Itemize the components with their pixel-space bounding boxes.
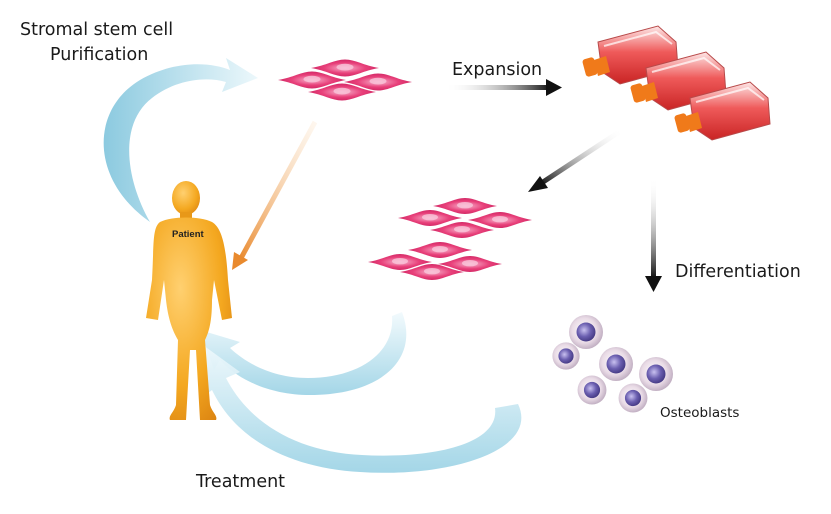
flask-to-cells-arrow	[528, 127, 624, 192]
expansion-arrow	[445, 79, 562, 96]
osteoblast-cells	[552, 315, 673, 413]
stem-cell-cluster-top	[278, 59, 412, 101]
differentiation-label: Differentiation	[675, 262, 801, 282]
patient-body-icon	[146, 181, 232, 420]
osteoblasts-label: Osteoblasts	[660, 405, 740, 421]
purification-curved-arrow	[103, 58, 258, 222]
purification-label-line1: Stromal stem cell	[20, 20, 174, 40]
patient-label: Patient	[172, 229, 204, 240]
stem-cell-cluster-expanded	[368, 198, 532, 280]
expansion-label: Expansion	[452, 60, 543, 80]
differentiation-arrow	[645, 178, 662, 292]
treatment-curved-arrow-inner	[200, 312, 407, 395]
purification-label-line2: Purification	[50, 45, 149, 65]
culture-flask-icon	[580, 25, 771, 141]
orange-arrow-to-patient	[232, 120, 318, 270]
treatment-curved-arrow-outer	[196, 340, 522, 473]
treatment-label: Treatment	[196, 472, 286, 492]
